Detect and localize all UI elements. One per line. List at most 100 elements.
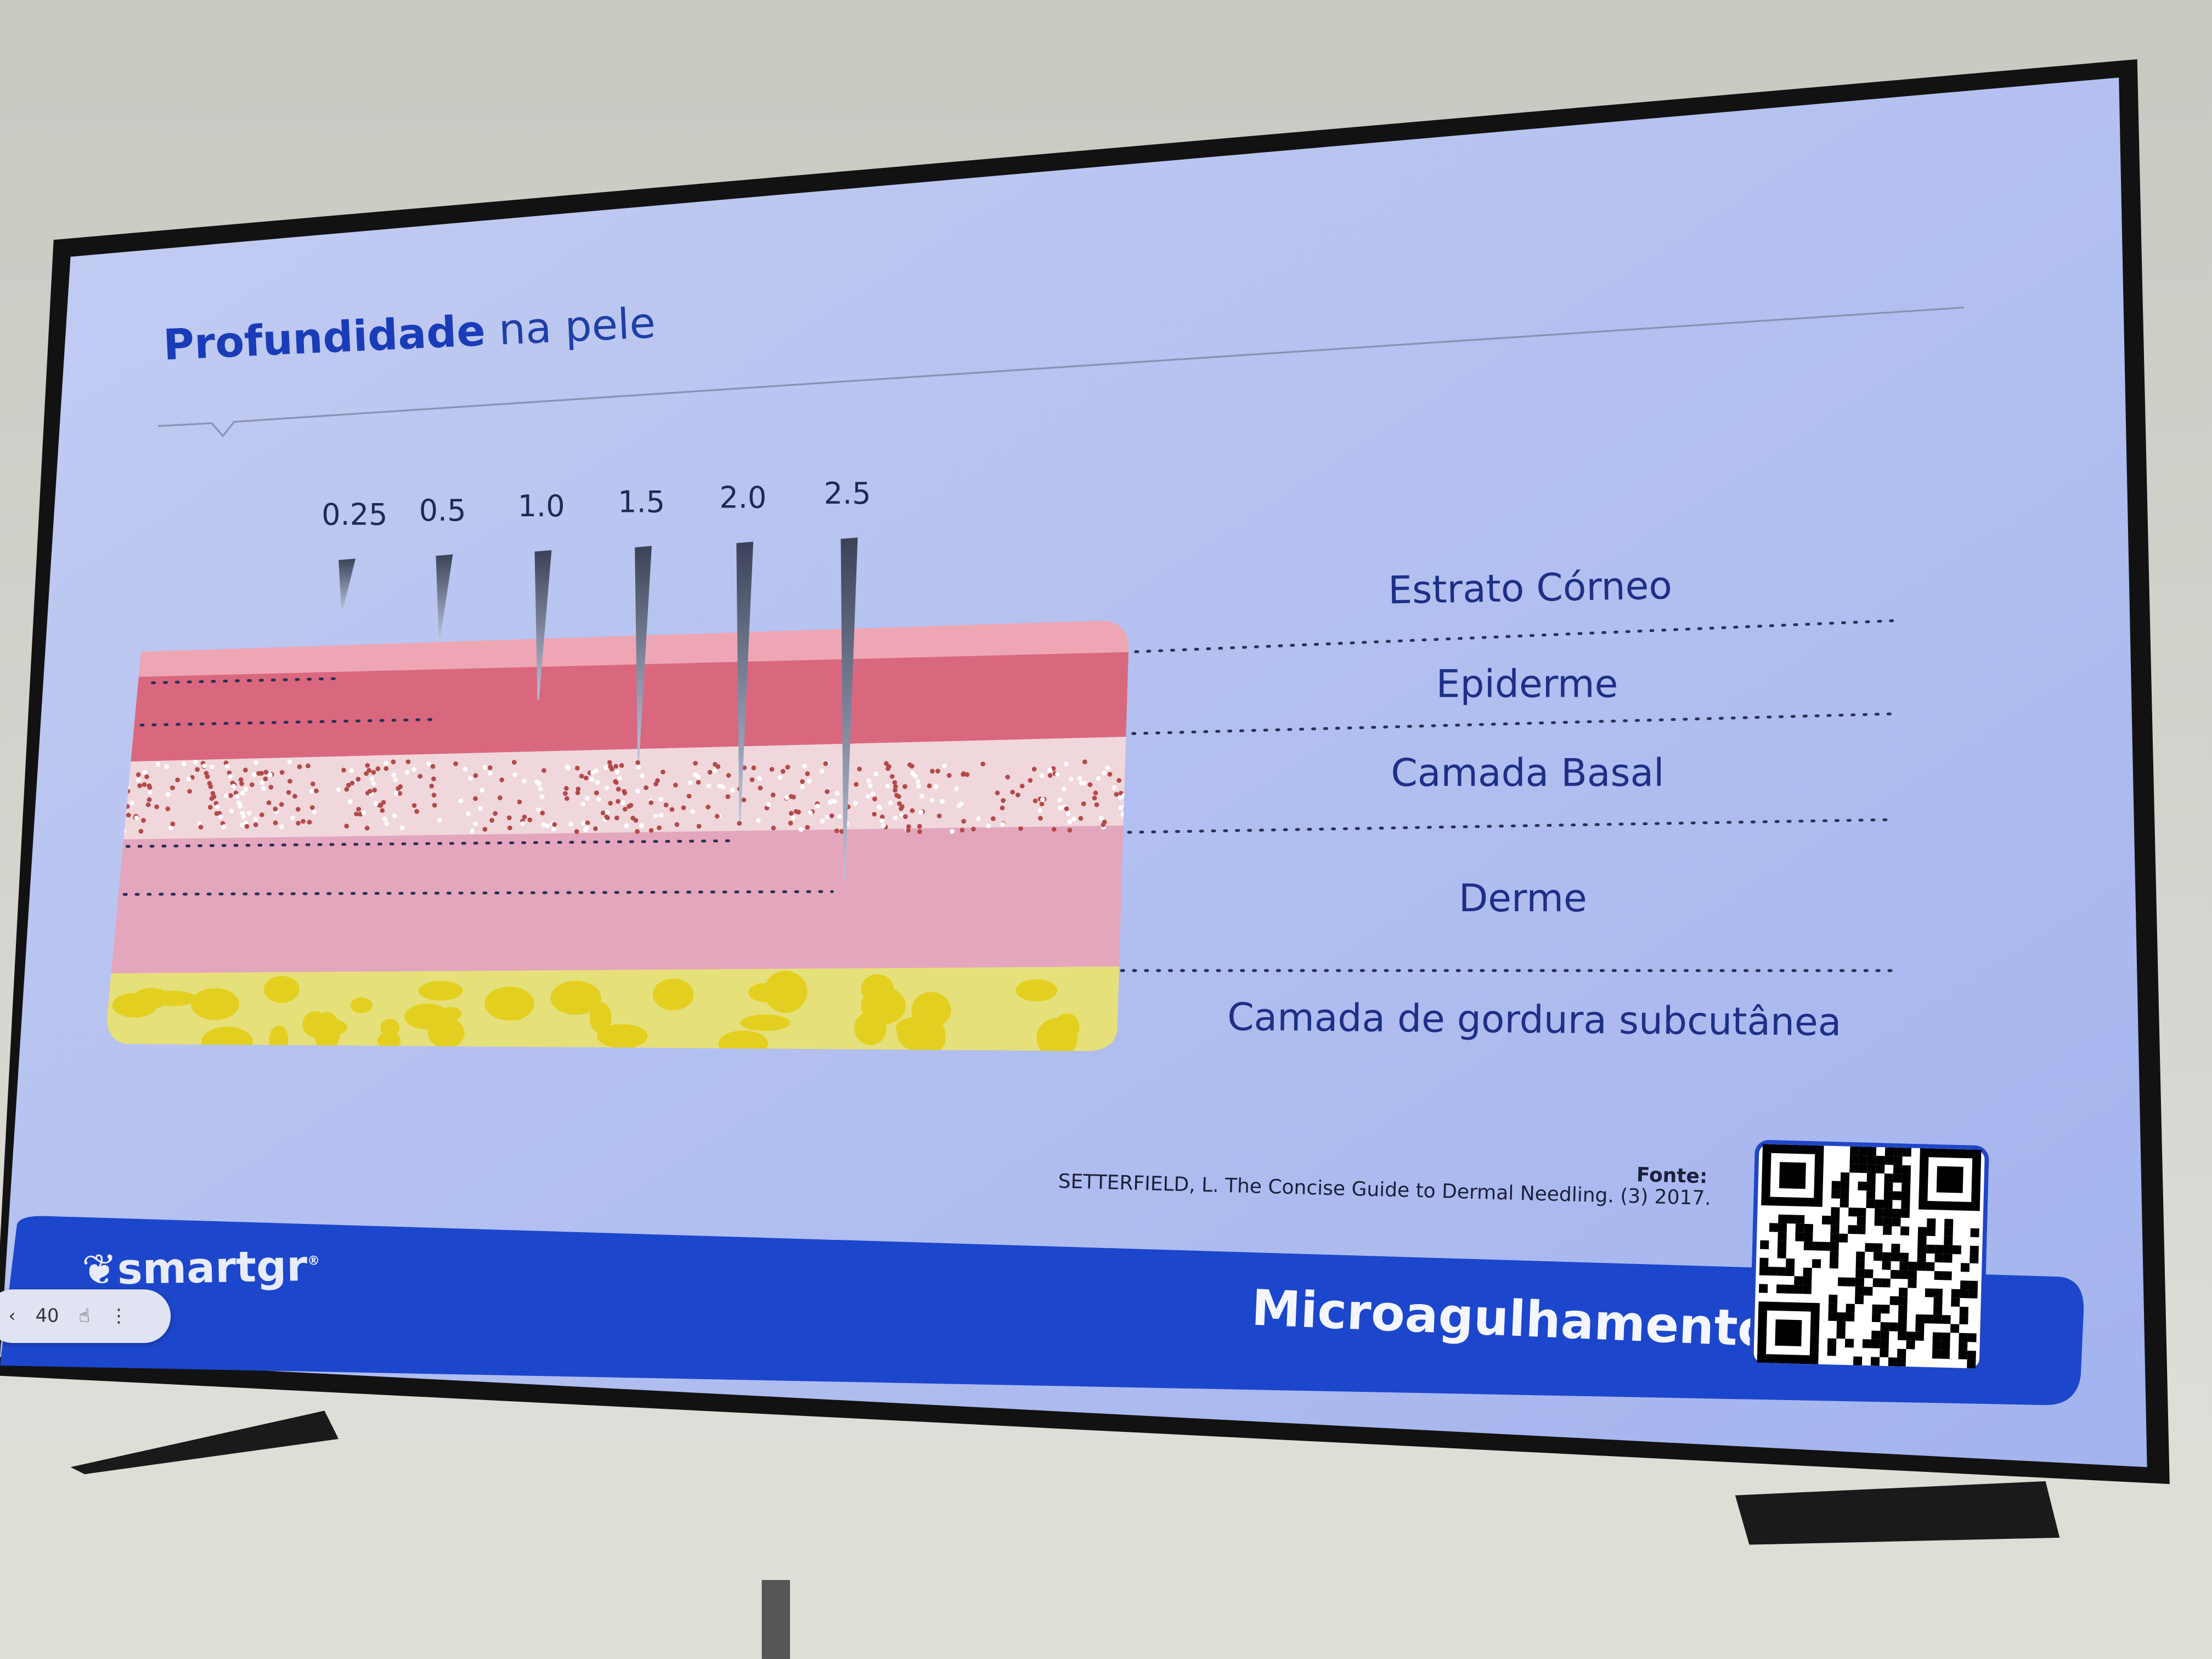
basal-cell xyxy=(417,774,423,779)
basal-cell xyxy=(511,760,517,765)
basal-cell xyxy=(1047,773,1053,778)
basal-cell xyxy=(488,770,493,776)
basal-cell xyxy=(628,803,634,808)
fat-cell xyxy=(191,988,240,1020)
basal-cell xyxy=(1028,778,1033,783)
basal-cell xyxy=(706,804,711,810)
basal-cell xyxy=(145,802,151,808)
basal-cell xyxy=(148,789,153,795)
basal-cell xyxy=(640,774,645,778)
basal-cell xyxy=(541,822,546,827)
basal-cell xyxy=(1051,827,1057,832)
basal-cell xyxy=(930,769,935,774)
qr-code[interactable] xyxy=(1749,1139,1989,1373)
basal-cell xyxy=(263,770,269,775)
source-label: Fonte: xyxy=(1636,1164,1708,1189)
basal-cell xyxy=(872,796,877,802)
basal-cell xyxy=(466,811,471,816)
basal-cell xyxy=(470,828,475,833)
basal-cell xyxy=(568,821,573,827)
basal-cell xyxy=(885,766,890,771)
basal-cell xyxy=(1000,805,1005,811)
fat-cell xyxy=(133,988,170,1009)
fat-cell xyxy=(263,975,300,1003)
basal-cell xyxy=(717,783,722,789)
fat-cell xyxy=(718,1030,768,1051)
basal-cell xyxy=(777,775,783,780)
basal-cell xyxy=(391,759,396,765)
basal-cell xyxy=(507,825,512,831)
basal-cell xyxy=(297,764,302,769)
basal-cell xyxy=(693,760,698,766)
more-vertical-icon[interactable]: ⋮ xyxy=(109,1305,128,1327)
basal-cell xyxy=(871,791,876,797)
basal-cell xyxy=(458,798,464,804)
basal-cell xyxy=(961,772,966,777)
basal-cell xyxy=(366,768,372,773)
basal-cell xyxy=(540,810,545,816)
page-number[interactable]: 40 xyxy=(35,1305,59,1327)
basal-cell xyxy=(663,802,669,808)
basal-cell xyxy=(259,771,264,776)
basal-cell xyxy=(808,810,813,815)
basal-cell xyxy=(770,792,776,798)
basal-cell xyxy=(356,776,361,782)
basal-cell xyxy=(296,821,301,826)
basal-cell xyxy=(375,766,381,771)
basal-cell xyxy=(290,815,295,821)
basal-cell xyxy=(268,785,274,790)
layer-label-estrato-corneo: Estrato Córneo xyxy=(1387,565,1673,613)
basal-cell xyxy=(279,802,284,807)
basal-cell xyxy=(1032,798,1038,804)
basal-cell xyxy=(635,829,640,834)
basal-cell xyxy=(273,806,278,811)
basal-cell xyxy=(906,824,911,830)
basal-cell xyxy=(207,805,213,810)
basal-cell xyxy=(594,790,599,795)
basal-cell xyxy=(916,783,921,789)
hand-pointer-icon[interactable]: ☝ xyxy=(78,1305,90,1327)
fat-cell xyxy=(740,1014,791,1031)
basal-cell xyxy=(137,783,143,788)
basal-cell xyxy=(381,800,386,805)
basal-cell xyxy=(411,803,417,808)
basal-cell xyxy=(1067,827,1073,833)
depth-label: 0.25 xyxy=(321,498,388,532)
basal-cell xyxy=(1019,783,1025,789)
layer-label-epiderme: Epiderme xyxy=(1436,663,1618,707)
basal-cell xyxy=(805,771,810,776)
basal-cell xyxy=(382,816,388,821)
basal-cell xyxy=(902,784,907,789)
fat-cell xyxy=(269,1025,289,1051)
basal-cell xyxy=(1123,805,1128,811)
basal-cell xyxy=(221,824,227,830)
basal-cell xyxy=(713,761,718,767)
basal-cell xyxy=(431,776,436,782)
basal-cell xyxy=(990,816,996,821)
basal-cell xyxy=(823,761,828,766)
basal-cell xyxy=(986,823,991,828)
basal-cell xyxy=(146,797,152,802)
basal-cell xyxy=(1067,819,1073,825)
basal-cell xyxy=(218,814,223,820)
basal-cell xyxy=(1127,819,1129,825)
basal-cell xyxy=(170,821,176,827)
basal-cell xyxy=(522,814,527,820)
basal-cell xyxy=(238,804,243,809)
basal-cell xyxy=(479,788,485,793)
basal-cell xyxy=(1001,798,1006,803)
basal-cell xyxy=(314,788,319,793)
basal-cell xyxy=(429,783,435,789)
basal-cell xyxy=(964,772,970,777)
needle-2 xyxy=(534,550,552,700)
basal-cell xyxy=(1107,772,1113,777)
basal-cell xyxy=(234,794,240,799)
basal-cell xyxy=(580,821,586,826)
basal-cell xyxy=(622,806,628,812)
basal-cell xyxy=(164,764,169,769)
basal-cell xyxy=(619,763,624,768)
basal-cell xyxy=(742,765,747,770)
basal-cell xyxy=(384,821,390,827)
chevron-left-icon[interactable]: ‹ xyxy=(8,1305,16,1327)
basal-cell xyxy=(125,804,130,809)
